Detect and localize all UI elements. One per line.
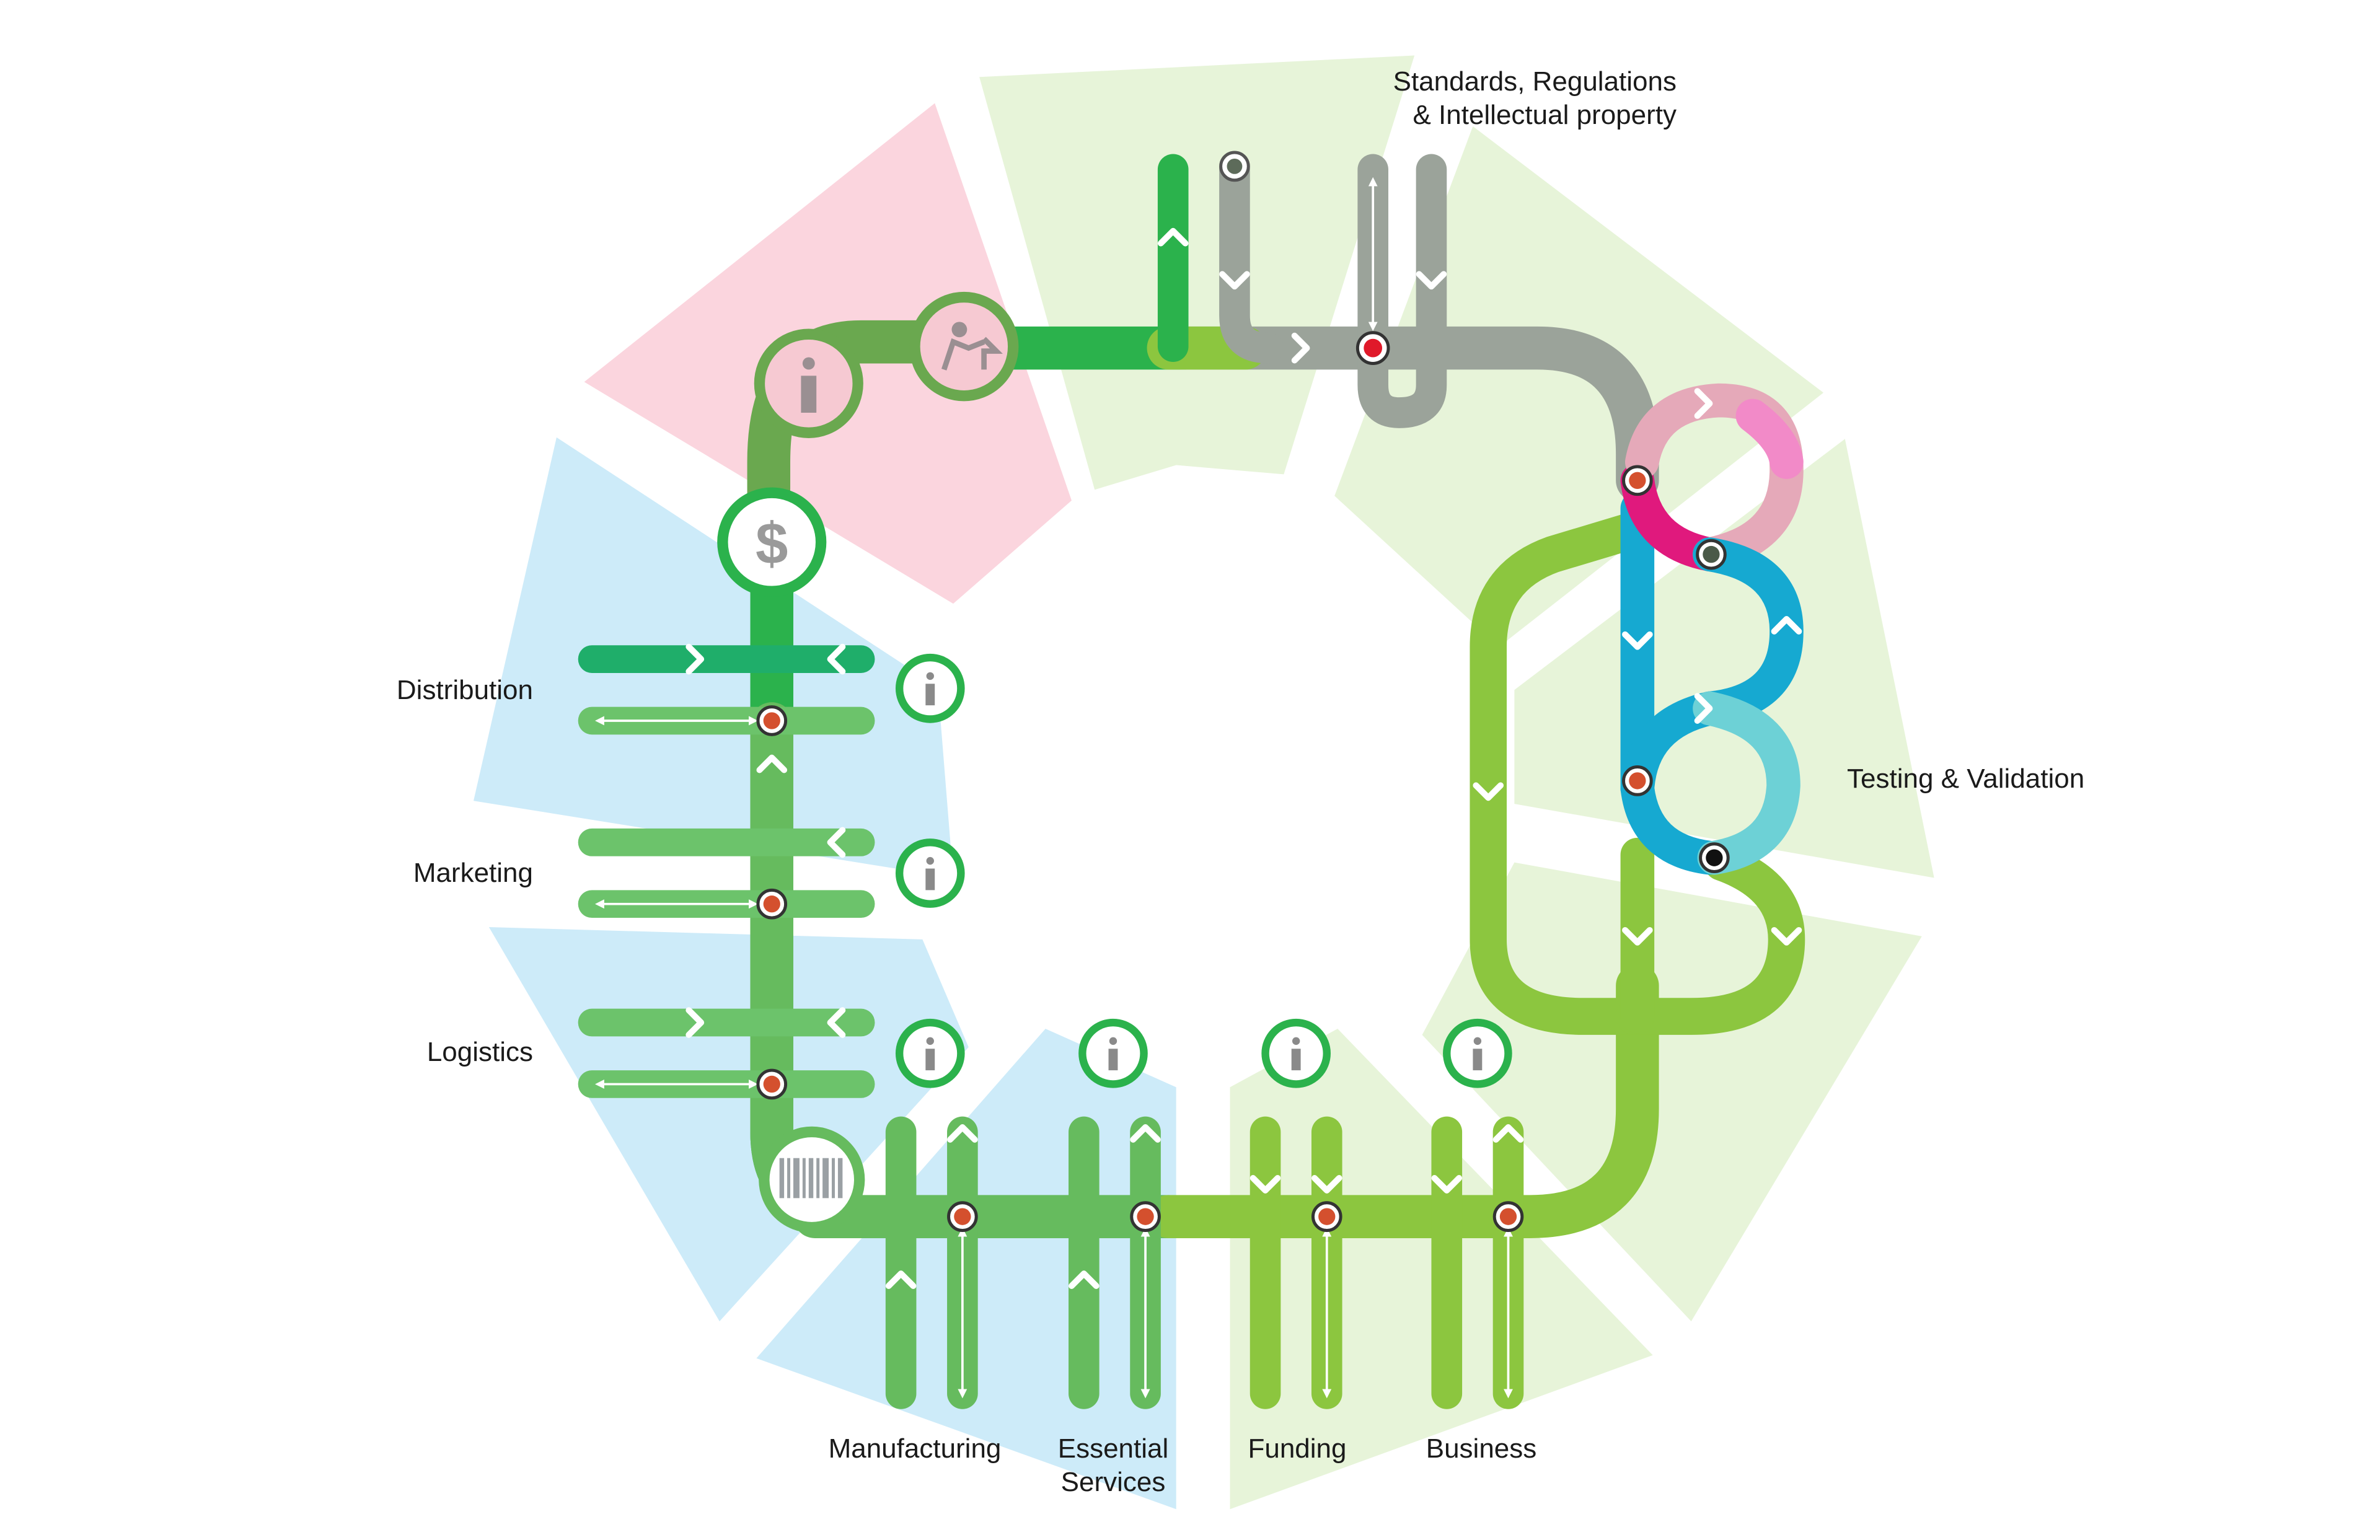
direction-chevrons xyxy=(685,227,1802,1289)
info-icon xyxy=(895,653,965,723)
info-icon xyxy=(895,838,965,908)
label-essential-line1: Essential xyxy=(1057,1433,1169,1464)
label-standards: Standards, Regulations & Intellectual pr… xyxy=(1348,65,1677,132)
station-testing-top xyxy=(1622,465,1653,496)
bottom-branches xyxy=(885,1116,1524,1409)
test-lightcyan xyxy=(1693,691,1800,875)
label-essential-services: Essential Services xyxy=(989,1432,1237,1499)
label-standards-line2: & Intellectual property xyxy=(1413,100,1677,130)
sector-green-upper-right xyxy=(1334,126,1824,647)
station-standards-junction xyxy=(1355,331,1390,365)
label-funding: Funding xyxy=(1173,1432,1421,1466)
station-testing-mid xyxy=(1696,539,1727,570)
standards-gray-spur xyxy=(1219,154,1284,364)
label-testing-text: Testing & Validation xyxy=(1847,763,2085,794)
label-essential-line2: Services xyxy=(1060,1467,1166,1497)
station-testing-low xyxy=(1622,765,1653,796)
stations xyxy=(756,151,1730,1232)
label-business-text: Business xyxy=(1426,1433,1537,1464)
dollar-icon: $ xyxy=(717,487,827,597)
label-manufacturing: Manufacturing xyxy=(791,1432,1039,1466)
station-distribution xyxy=(756,705,788,736)
station-standards-top xyxy=(1219,151,1250,182)
label-logistics-text: Logistics xyxy=(426,1037,533,1067)
info-icon xyxy=(895,1018,965,1088)
right-branches xyxy=(1470,383,1805,1035)
standards-loop xyxy=(1357,154,1447,428)
svg-text:$: $ xyxy=(756,511,788,576)
label-distribution: Distribution xyxy=(310,674,533,707)
station-business xyxy=(1492,1201,1524,1232)
info-icon xyxy=(1078,1018,1148,1088)
label-manufacturing-text: Manufacturing xyxy=(828,1433,1002,1464)
bypass-left xyxy=(1470,513,1653,1035)
station-essential xyxy=(1130,1201,1161,1232)
left-branches xyxy=(578,645,875,1098)
standards-branches xyxy=(1157,154,1447,428)
loop-bottom-b xyxy=(1147,964,1659,1238)
info-icon xyxy=(754,328,863,438)
station-manufacturing xyxy=(947,1201,978,1232)
label-logistics: Logistics xyxy=(310,1036,533,1069)
station-marketing xyxy=(756,888,788,920)
person-at-desk-icon xyxy=(909,291,1019,402)
station-logistics xyxy=(756,1068,788,1100)
label-marketing: Marketing xyxy=(310,856,533,890)
label-marketing-text: Marketing xyxy=(413,858,533,888)
station-testing-end xyxy=(1699,842,1730,873)
info-icon xyxy=(1443,1018,1512,1088)
label-business: Business xyxy=(1357,1432,1605,1466)
barcode-icon xyxy=(759,1126,865,1233)
test-pink-accent xyxy=(1735,398,1804,479)
test-cyan-upper xyxy=(1693,537,1804,726)
label-funding-text: Funding xyxy=(1248,1433,1347,1464)
label-standards-line1: Standards, Regulations xyxy=(1393,66,1677,97)
sector-green-right xyxy=(1514,439,1934,878)
label-distribution-text: Distribution xyxy=(396,675,533,705)
sector-green-top xyxy=(979,55,1415,490)
info-stations xyxy=(895,653,1512,1088)
station-funding xyxy=(1311,1201,1342,1232)
background-ring xyxy=(474,55,1934,1510)
hub-icons: $ xyxy=(717,291,1019,1233)
label-testing: Testing & Validation xyxy=(1847,762,2084,796)
info-icon xyxy=(1261,1018,1331,1088)
